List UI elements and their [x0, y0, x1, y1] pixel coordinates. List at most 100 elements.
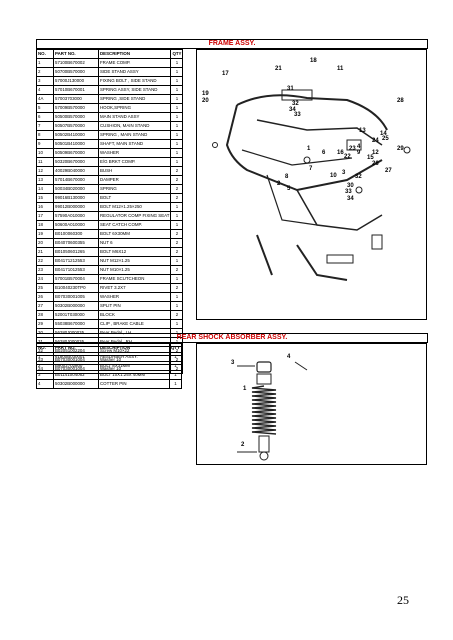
quantity: 2: [170, 283, 184, 293]
callout-label: 9: [357, 150, 361, 156]
quantity: 1: [170, 202, 184, 212]
part-number: 50501B410000: [53, 139, 99, 149]
quantity: 2: [170, 265, 184, 275]
description: NUT M12×1.25: [97, 256, 172, 266]
part-number: 57009B570000: [53, 103, 99, 113]
quantity: 2: [170, 175, 184, 185]
callout-label: 20: [202, 98, 209, 104]
part-number: 57010B670001: [53, 85, 99, 95]
callout-label: 16: [337, 150, 344, 156]
part-number: 57590A010000: [53, 211, 99, 221]
callout-label: 5: [287, 186, 291, 192]
quantity: 1: [170, 76, 184, 86]
part-number: B9002702800: [53, 361, 99, 371]
quantity: 2: [170, 238, 184, 248]
quantity: 2: [170, 247, 184, 257]
callout-label: 25: [382, 136, 389, 142]
part-number: 57003703000: [53, 94, 99, 104]
quantity: 2: [170, 184, 184, 194]
part-number: B0100060300: [53, 229, 99, 239]
quantity: 1: [170, 211, 184, 221]
item-no: 10: [36, 148, 54, 158]
quantity: 1: [170, 103, 184, 113]
quantity: 2: [170, 193, 184, 203]
callout-label: 32: [292, 101, 299, 107]
quantity: 1: [170, 58, 184, 68]
frame-parts-table: NO. PART NO. DESCRIPTION QTY 1 57100B6700…: [36, 49, 184, 374]
quantity: 1: [170, 67, 184, 77]
callout-label: 15: [367, 155, 374, 161]
callout-label: 8: [285, 174, 289, 180]
callout-label: 32: [355, 174, 362, 180]
part-number: 50320B670000: [53, 157, 99, 167]
item-no: 28: [36, 310, 54, 320]
description: BOLT 6X30MM: [97, 229, 172, 239]
description: REGULATOR COMP FIXING SEAT: [97, 211, 172, 221]
description: BLOCK: [97, 310, 172, 320]
callout-label: 21: [275, 66, 282, 72]
part-number: 99012B000000: [53, 202, 99, 212]
quantity: 1: [170, 292, 184, 302]
description: BUSH: [97, 166, 172, 176]
callout-label: 18: [310, 58, 317, 64]
part-number: 50507B570000: [53, 121, 99, 131]
callout-label: 14: [380, 131, 387, 137]
description: SPRING , MAIN STAND: [97, 130, 172, 140]
item-no: 18: [36, 220, 54, 230]
part-number: 55038B670000: [53, 319, 99, 329]
table-header-row: NO. PART NO. DESCRIPTION QTY: [36, 343, 183, 353]
header-no: NO.: [36, 343, 54, 353]
quantity: 1: [170, 256, 184, 266]
callout-label: 34: [289, 107, 296, 113]
item-no: 24: [36, 274, 54, 284]
callout-label: 2: [277, 181, 281, 187]
header-part-no: PART NO.: [53, 49, 99, 59]
callout-label: 26: [372, 161, 379, 167]
part-number: 50502B410000: [53, 130, 99, 140]
callout-label: 10: [330, 173, 337, 179]
callout-label: 24: [372, 138, 379, 144]
callout-label: 23: [349, 146, 356, 152]
callout-label: 4: [357, 144, 361, 150]
description: NUT M10×1.25: [97, 265, 172, 275]
item-no: 7: [36, 121, 54, 131]
item-no: 27: [36, 301, 54, 311]
callout-label: 28: [397, 98, 404, 104]
quantity: 1: [170, 130, 184, 140]
callout-label: 11: [337, 66, 344, 72]
callout-label: 3: [231, 360, 235, 366]
item-no: 3: [36, 76, 54, 86]
quantity: 1: [170, 112, 184, 122]
part-number: 57014B670000: [53, 175, 99, 185]
callout-label: 17: [222, 71, 229, 77]
part-number: B04070600355: [53, 238, 99, 248]
description: SPLIT PIN: [97, 301, 172, 311]
part-number: 50600A010000: [53, 220, 99, 230]
callout-label: 22: [344, 154, 351, 160]
part-number: B04171212553: [53, 256, 99, 266]
part-number: 57100B670002: [53, 58, 99, 68]
description: SHAFT, MAIN STAND: [97, 139, 172, 149]
description: ABSORBER ASSY.: [98, 352, 170, 362]
part-number: 61800B030001: [53, 352, 99, 362]
item-no: 4: [36, 85, 54, 95]
callout-label: 6: [322, 150, 326, 156]
quantity: 1: [170, 121, 184, 131]
description: DAMPER: [97, 175, 172, 185]
